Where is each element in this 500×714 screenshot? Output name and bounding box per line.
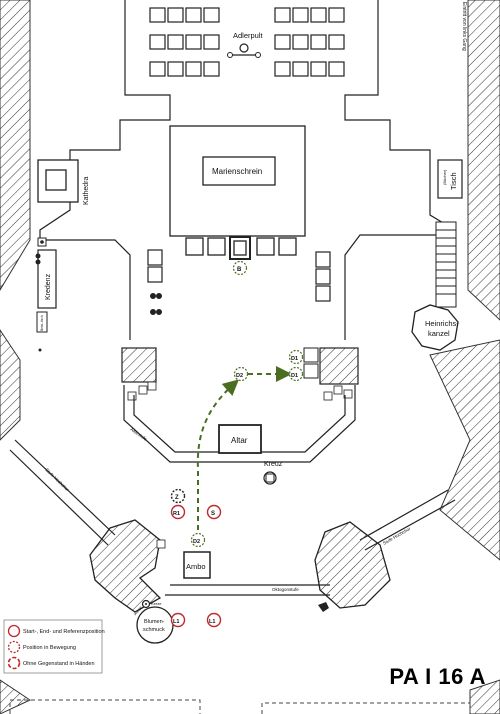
stufe-left-label: Stufe Hochchor xyxy=(44,467,70,492)
legend: Start-, End- und Referenzposition Positi… xyxy=(3,619,105,674)
marker-l1-left-label: L1 xyxy=(173,619,179,625)
stairs xyxy=(435,221,457,308)
oktogonstufe-label: Oktogonstufe xyxy=(272,587,299,592)
tisch: Tisch (Bücher) xyxy=(437,159,463,199)
ambo-label: Ambo xyxy=(186,562,206,571)
side-text: Eintritt von links Gang xyxy=(461,2,467,51)
side-benches xyxy=(147,249,331,302)
marker-b-label: B xyxy=(237,267,242,273)
adlerpult-label: Adlerpult xyxy=(233,31,264,40)
marker-l1-left: L1 xyxy=(170,612,186,628)
marker-d2-mid-label: D2 xyxy=(236,373,243,379)
kredenz-label: Kredenz xyxy=(45,273,52,300)
marker-s-label: S xyxy=(211,511,215,517)
heinrichskanzel: Heinrichs- kanzel xyxy=(411,304,459,351)
kerze-label-2: Kerze xyxy=(133,604,144,616)
marker-z-label: Z xyxy=(175,495,179,501)
marienschrein: Marienschrein xyxy=(169,125,306,237)
kathedra: Kathedra xyxy=(37,159,90,205)
stufe-right-label: Stufe Hochchor xyxy=(382,526,412,546)
kreuz: Kreuz xyxy=(263,461,283,485)
blumenschmuck: Blumen- schmuck Kerze Kerze xyxy=(133,599,174,644)
legend-icon-moving xyxy=(7,640,21,654)
altarstufe-label: Altarstufe xyxy=(129,427,148,442)
pillar-tiles xyxy=(127,381,353,401)
marker-r1-label: R1 xyxy=(173,511,180,517)
shrine-seats xyxy=(185,236,297,260)
side-dark-markers xyxy=(150,293,162,315)
marker-l1-right-label: L1 xyxy=(209,619,215,625)
altar-label: Altar xyxy=(231,436,248,445)
kreuz-label: Kreuz xyxy=(264,461,283,468)
marker-l1-right: L1 xyxy=(206,612,222,628)
heinrichskanzel-label-1: Heinrichs- xyxy=(425,319,459,328)
marker-d2-low: D2 xyxy=(190,532,206,548)
marker-s: S xyxy=(206,504,222,520)
legend-item-2: Position in Bewegung xyxy=(23,645,76,651)
marker-z: Z xyxy=(170,488,186,504)
tisch-label: Tisch xyxy=(449,172,458,190)
blumenschmuck-label-1: Blumen- xyxy=(144,619,165,625)
movement-path xyxy=(196,366,292,530)
tisch-sub-label: (Bücher) xyxy=(442,169,447,185)
lower-pillars xyxy=(89,519,391,613)
marker-d2-low-label: D2 xyxy=(193,539,200,545)
heinrichskanzel-label-2: kanzel xyxy=(428,329,450,338)
kerze-label: Kerze xyxy=(151,601,162,606)
legend-item-1: Start-, End- und Referenzposition xyxy=(23,629,105,635)
marker-d1-bottom: D1 xyxy=(288,366,304,382)
marker-d1-top: D1 xyxy=(288,349,304,365)
altar-pillars xyxy=(121,347,359,385)
blumenschmuck-label-2: schmuck xyxy=(143,627,165,633)
octagon-steps xyxy=(9,439,456,596)
marker-d1-bottom-label: D1 xyxy=(291,373,298,379)
marker-d2-mid: D2 xyxy=(233,366,249,382)
bottom-dashed-frames xyxy=(9,699,471,714)
adlerpult: Adlerpult xyxy=(227,31,264,58)
kathedra-label: Kathedra xyxy=(83,176,90,205)
side-table-label: Beist.-tisch xyxy=(40,315,44,331)
altar: Altar xyxy=(218,424,262,454)
marienschrein-label: Marienschrein xyxy=(212,167,262,176)
pews-upper-left xyxy=(149,7,220,77)
marker-b: B xyxy=(232,260,248,276)
kredenz: Kredenz Beist.-tisch xyxy=(35,237,57,352)
legend-item-3: Ohne Gegenstand in Händen xyxy=(23,661,95,667)
ambo: Ambo xyxy=(183,551,211,579)
marker-d1-top-label: D1 xyxy=(291,356,298,362)
pews-upper-right xyxy=(274,7,345,77)
legend-icon-empty-hands xyxy=(7,656,21,670)
marker-r1: R1 xyxy=(170,504,186,520)
legend-icon-start xyxy=(7,624,21,638)
choir-outline xyxy=(39,0,456,340)
plan-code: PA I 16 A xyxy=(389,664,486,689)
